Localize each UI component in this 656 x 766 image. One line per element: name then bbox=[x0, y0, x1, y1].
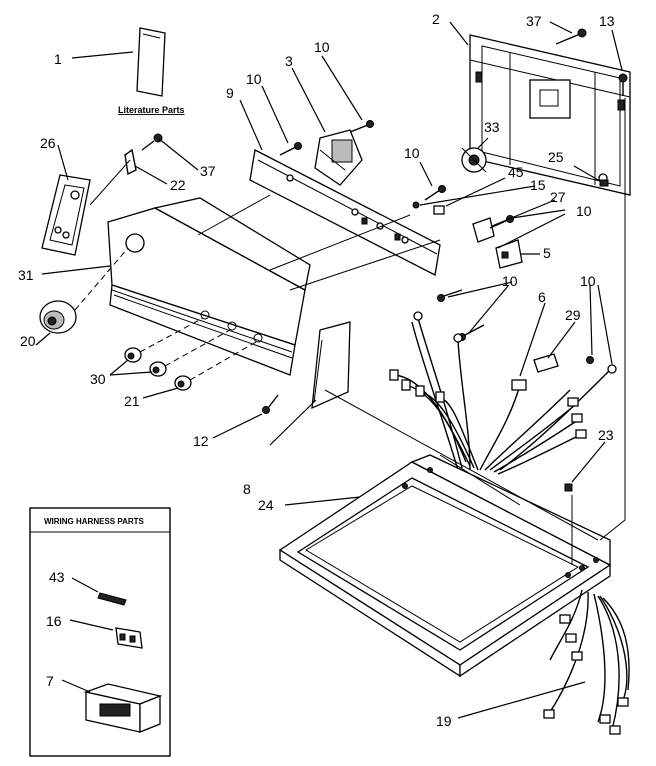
label-27: 27 bbox=[550, 189, 566, 205]
label-33: 33 bbox=[484, 119, 500, 135]
wiring-harness-parts-inset bbox=[29, 507, 171, 757]
label-9: 9 bbox=[226, 85, 234, 101]
label-26: 26 bbox=[40, 135, 56, 151]
control-bracket bbox=[249, 149, 441, 276]
screw-13 bbox=[618, 73, 628, 96]
screw-10-c bbox=[424, 185, 446, 201]
label-22: 22 bbox=[170, 177, 186, 193]
label-45: 45 bbox=[508, 164, 524, 180]
label-20: 20 bbox=[20, 333, 36, 349]
label-31: 31 bbox=[18, 267, 34, 283]
screw-10-a bbox=[349, 120, 374, 133]
label-24: 24 bbox=[258, 497, 274, 513]
label-19: 19 bbox=[436, 713, 452, 729]
label-37-top: 37 bbox=[526, 13, 542, 29]
label-2: 2 bbox=[432, 11, 440, 27]
switch-27 bbox=[472, 217, 495, 243]
part-29 bbox=[533, 353, 559, 373]
callout-labels: 1 2 37 13 3 10 9 10 33 10 25 45 15 27 10… bbox=[18, 11, 615, 729]
screw-12 bbox=[262, 394, 279, 414]
label-5: 5 bbox=[543, 245, 551, 261]
label-3: 3 bbox=[285, 53, 293, 69]
label-29: 29 bbox=[565, 307, 581, 323]
top-cover bbox=[278, 454, 612, 678]
thermostat bbox=[461, 147, 487, 173]
label-23: 23 bbox=[598, 427, 614, 443]
assembly-lines bbox=[89, 98, 626, 565]
control-console bbox=[107, 197, 311, 376]
label-10-d: 10 bbox=[576, 203, 592, 219]
label-15: 15 bbox=[530, 177, 546, 193]
ground-clip-25 bbox=[599, 179, 609, 187]
label-30: 30 bbox=[90, 371, 106, 387]
wiring-harness bbox=[389, 311, 617, 475]
label-8: 8 bbox=[243, 481, 251, 497]
knob-21 bbox=[174, 375, 192, 391]
screw-37-left bbox=[141, 133, 163, 151]
literature-parts-caption: Literature Parts bbox=[118, 105, 185, 115]
part-45 bbox=[433, 205, 445, 215]
label-12: 12 bbox=[193, 433, 209, 449]
label-10-e: 10 bbox=[502, 273, 518, 289]
screw-10-b bbox=[279, 142, 302, 156]
label-10-b: 10 bbox=[246, 71, 262, 87]
label-7: 7 bbox=[46, 673, 54, 689]
label-13: 13 bbox=[599, 13, 615, 29]
console-rear-panel bbox=[469, 34, 631, 196]
clip-22 bbox=[124, 148, 137, 176]
literature-booklet bbox=[136, 27, 166, 97]
door-switch bbox=[495, 239, 523, 269]
knob-30-b bbox=[149, 361, 167, 377]
label-1: 1 bbox=[54, 51, 62, 67]
leader-lines bbox=[35, 21, 623, 719]
screw-37-top bbox=[555, 28, 587, 45]
label-16: 16 bbox=[46, 613, 62, 629]
console-end-cap bbox=[41, 174, 91, 256]
part-23 bbox=[564, 483, 573, 492]
label-43: 43 bbox=[49, 569, 65, 585]
inset-title: WIRING HARNESS PARTS bbox=[44, 517, 145, 526]
timer-knob bbox=[39, 300, 77, 334]
lower-harness bbox=[543, 589, 630, 735]
screw-10-f bbox=[586, 356, 594, 364]
timer-switch bbox=[314, 129, 363, 186]
label-25: 25 bbox=[548, 149, 564, 165]
label-6: 6 bbox=[538, 289, 546, 305]
screw-10-e bbox=[437, 289, 485, 341]
knob-30-a bbox=[124, 347, 142, 363]
console-side-trim bbox=[311, 321, 351, 410]
label-21: 21 bbox=[124, 393, 140, 409]
label-37-left: 37 bbox=[200, 163, 216, 179]
label-10-f: 10 bbox=[580, 273, 596, 289]
label-10-c: 10 bbox=[404, 145, 420, 161]
part-15 bbox=[412, 201, 420, 209]
label-10-a: 10 bbox=[314, 39, 330, 55]
